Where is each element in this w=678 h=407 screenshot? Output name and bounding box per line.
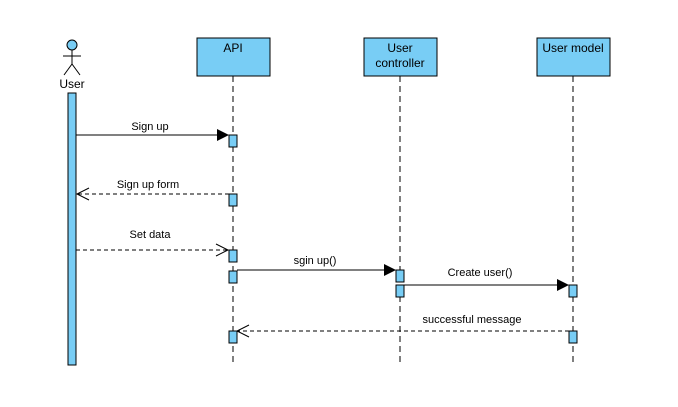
participant-api: API <box>196 37 271 365</box>
message-sign-up: Sign up <box>76 121 229 141</box>
actor-activation-bar <box>67 92 77 366</box>
message-sign-up-form: Sign up form <box>75 179 229 201</box>
open-arrowhead-icon <box>215 243 230 257</box>
model-activation-2 <box>568 330 578 344</box>
participant-box <box>363 37 438 77</box>
open-arrowhead-icon <box>75 187 90 201</box>
api-activation-4 <box>228 270 238 284</box>
api-activation-5 <box>228 330 238 344</box>
participant-user-model: User model <box>536 37 611 365</box>
participant-user-controller: User controller <box>363 37 438 365</box>
model-activation-1 <box>568 284 578 298</box>
user-actor: User <box>59 39 85 91</box>
actor-left-leg <box>63 63 73 76</box>
participant-label: API <box>223 41 242 55</box>
open-arrowhead-icon <box>235 324 250 338</box>
actor-right-leg <box>71 63 81 76</box>
message-label: successful message <box>422 314 521 326</box>
controller-activation-1 <box>395 269 405 283</box>
actor-head-icon <box>66 39 78 51</box>
api-activation-1 <box>228 134 238 148</box>
filled-arrowhead-icon <box>217 129 229 141</box>
filled-arrowhead-icon <box>557 279 569 291</box>
message-label: Sign up form <box>117 179 179 191</box>
controller-activation-2 <box>395 284 405 298</box>
message-set-data: Set data <box>76 229 230 257</box>
participant-box <box>196 37 271 77</box>
participant-box <box>536 37 611 77</box>
message-label: Create user() <box>448 267 513 279</box>
participant-label-line2: controller <box>375 56 424 70</box>
message-label: Sign up <box>131 121 168 133</box>
api-activation-3 <box>228 249 238 263</box>
message-sgin-up: sgin up() <box>237 255 396 276</box>
participant-label: User model <box>542 41 603 55</box>
filled-arrowhead-icon <box>384 264 396 276</box>
message-label: sgin up() <box>294 255 337 267</box>
message-label: Set data <box>130 229 172 241</box>
participant-label-line1: User <box>387 41 412 55</box>
message-create-user: Create user() <box>404 267 569 291</box>
api-activation-2 <box>228 193 238 207</box>
actor-label: User <box>59 77 84 91</box>
message-successful: successful message <box>235 314 569 338</box>
